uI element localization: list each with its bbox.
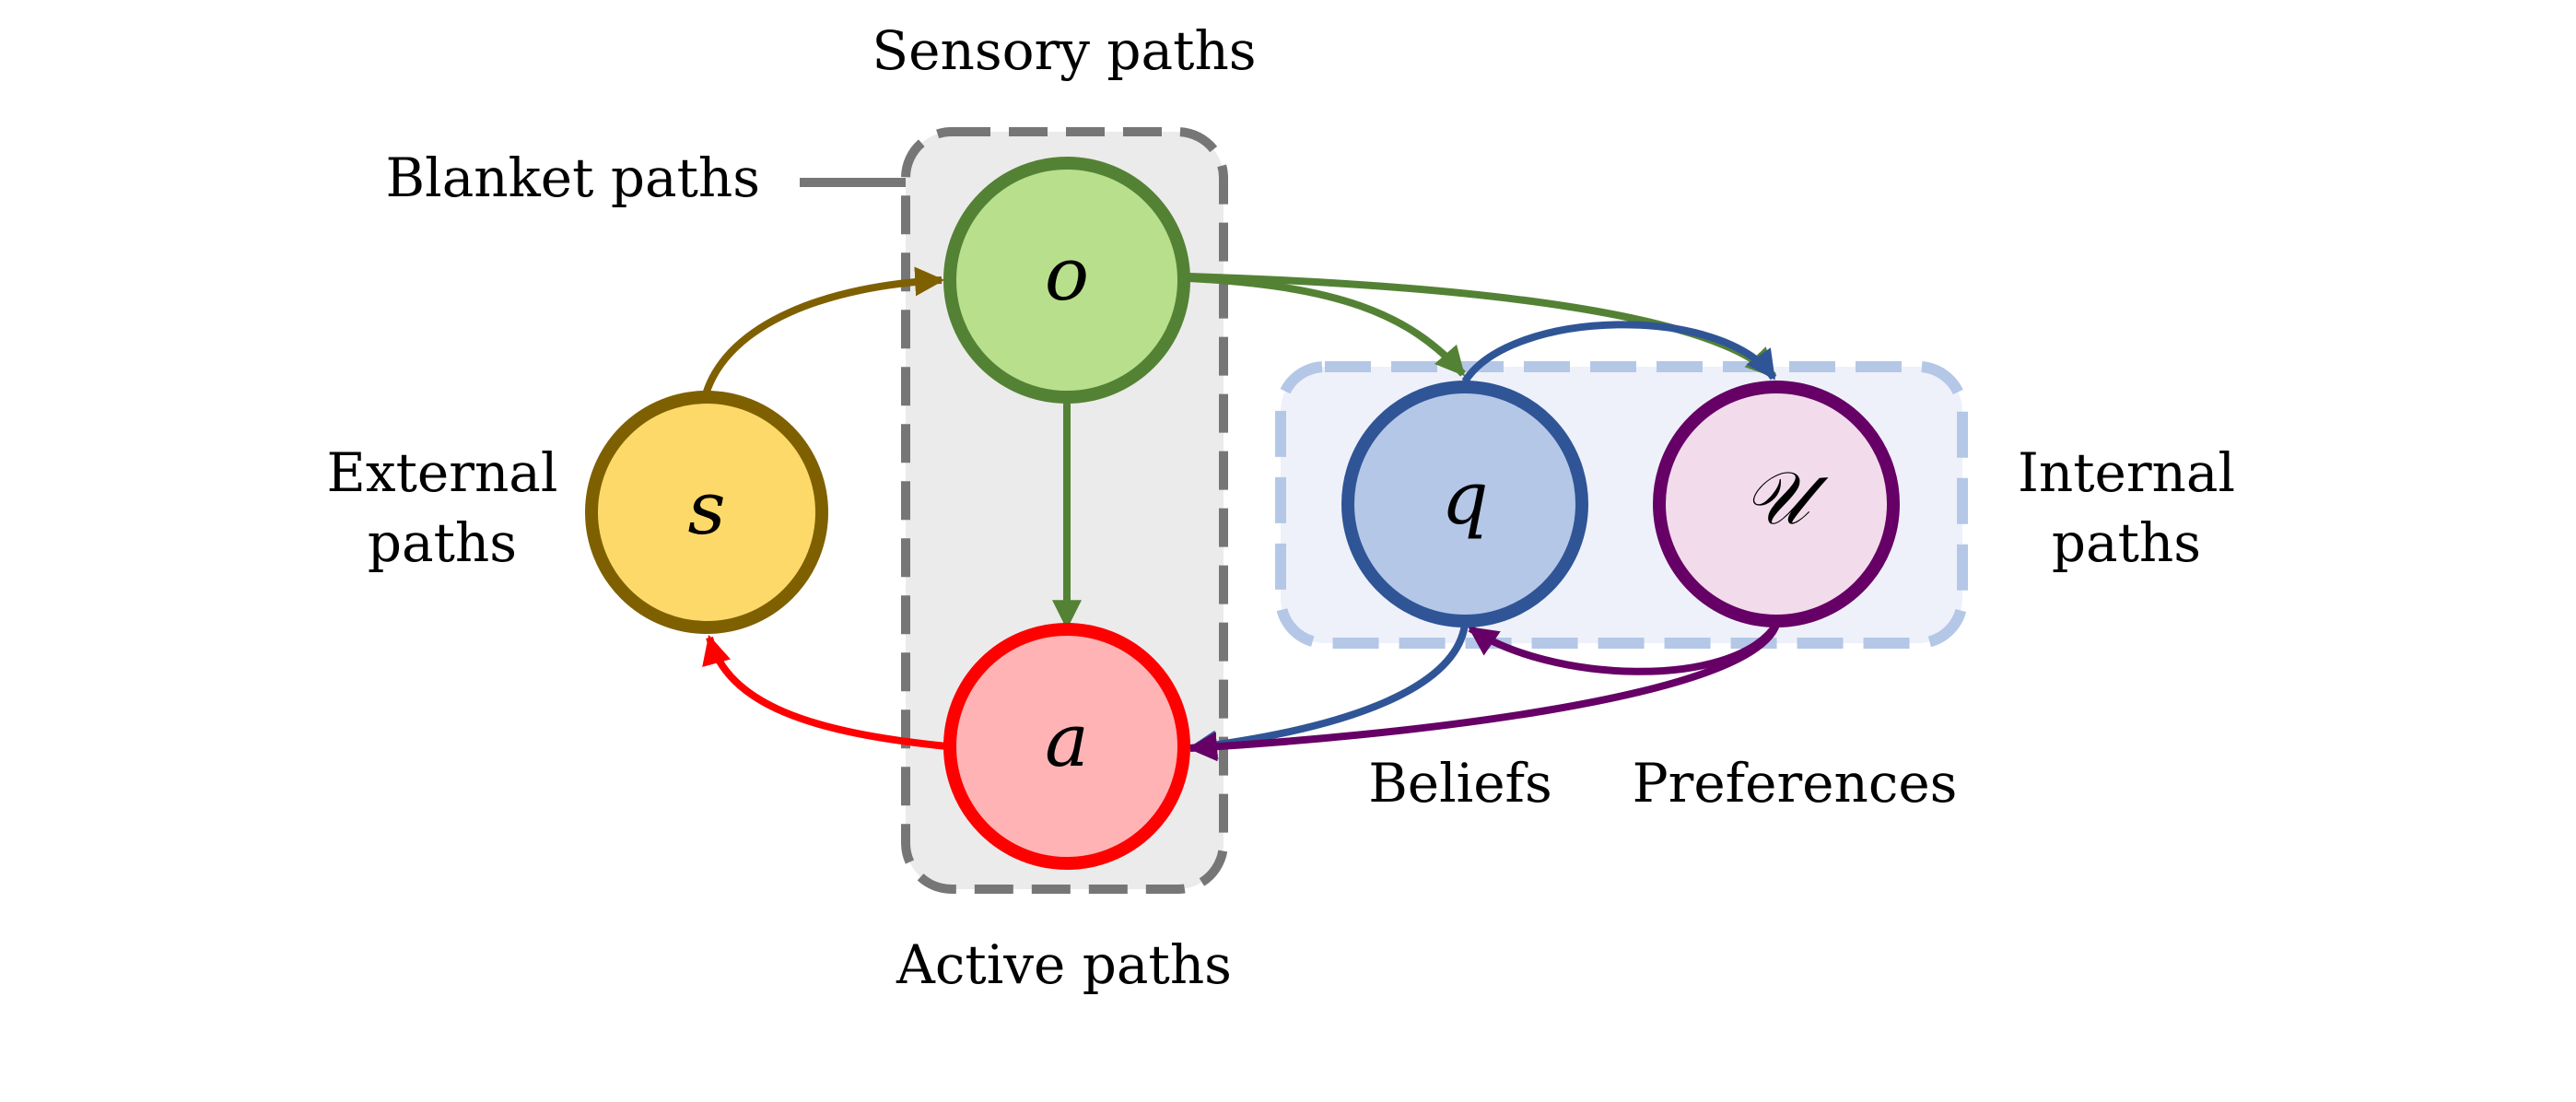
edge-o-to-q bbox=[1188, 275, 1467, 377]
label-sensory-paths: Sensory paths bbox=[872, 19, 1256, 82]
label-internal-paths-line1: Internal bbox=[2018, 441, 2235, 504]
edge-q-to-u bbox=[1461, 321, 1777, 384]
node-q-symbol: q bbox=[1441, 455, 1488, 541]
label-internal-paths-line2: paths bbox=[2052, 511, 2201, 574]
node-s: s bbox=[585, 391, 828, 634]
node-u: 𝒰 bbox=[1653, 381, 1900, 627]
node-a-symbol: a bbox=[1045, 698, 1089, 783]
label-beliefs: Beliefs bbox=[1368, 752, 1552, 815]
label-blanket-paths: Blanket paths bbox=[386, 147, 760, 209]
label-preferences: Preferences bbox=[1633, 752, 1958, 815]
edge-a-to-s bbox=[702, 634, 948, 750]
edge-q-to-a bbox=[1187, 624, 1469, 760]
edge-u-to-q bbox=[1468, 622, 1780, 675]
label-external-paths-line2: paths bbox=[368, 511, 517, 574]
label-external-paths-line1: External bbox=[327, 441, 558, 504]
label-active-paths: Active paths bbox=[896, 933, 1232, 996]
node-q: q bbox=[1341, 381, 1588, 627]
edge-s-to-o bbox=[702, 266, 945, 396]
node-a: a bbox=[943, 623, 1190, 870]
node-o-symbol: o bbox=[1045, 231, 1089, 317]
node-o: o bbox=[943, 157, 1190, 404]
node-s-symbol: s bbox=[687, 465, 725, 551]
